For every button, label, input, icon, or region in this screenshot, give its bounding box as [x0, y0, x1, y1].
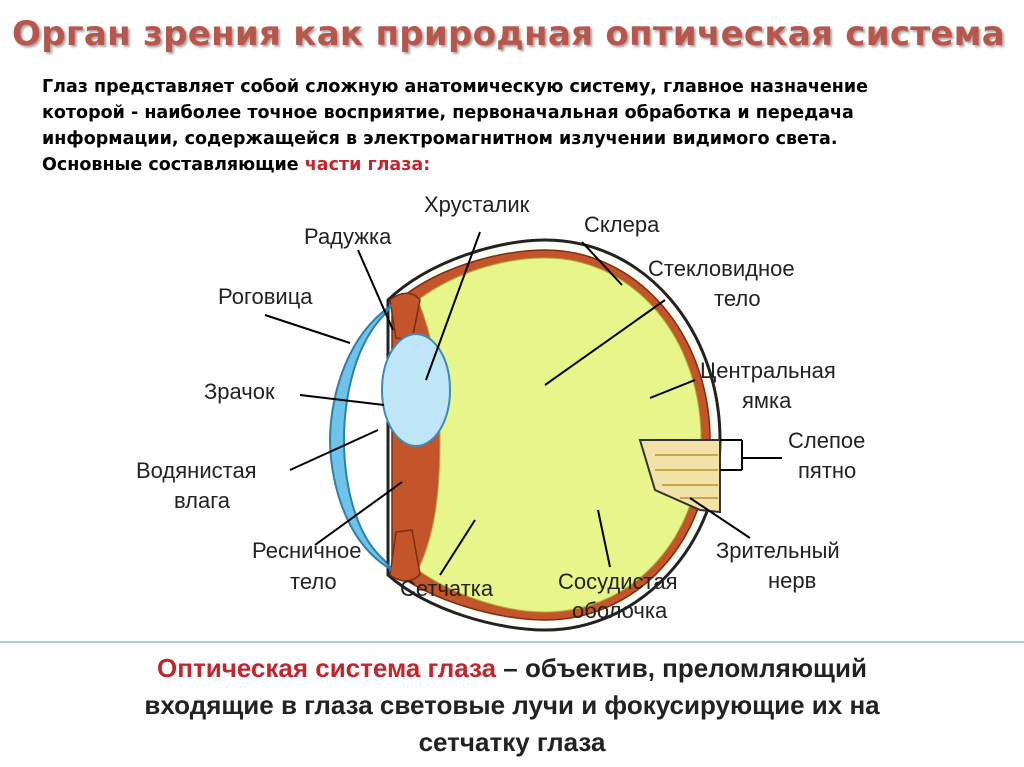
label-cornea: Роговица [218, 284, 313, 309]
label-blind-spot-2: пятно [798, 458, 856, 483]
lens-shape [381, 333, 451, 447]
divider [0, 641, 1024, 643]
label-vitreous-2: тело [714, 286, 761, 311]
cornea-shape [328, 304, 393, 571]
conclusion-line-1: Оптическая система глаза – объектив, пре… [0, 650, 1024, 687]
label-aqueous-1: Водянистая [136, 458, 257, 483]
intro-line-3: информации, содержащейся в электромагнит… [42, 129, 838, 149]
label-optic-nerve-1: Зрительный [716, 538, 840, 563]
label-fovea-1: Центральная [700, 358, 836, 383]
label-iris: Радужка [304, 224, 392, 249]
label-retina: Сетчатка [400, 576, 494, 601]
label-choroid-2: оболочка [572, 598, 668, 623]
label-fovea-2: ямка [742, 388, 792, 413]
label-vitreous-1: Стекловидное [648, 256, 795, 281]
label-optic-nerve-2: нерв [768, 568, 816, 593]
label-pupil: Зрачок [204, 379, 275, 404]
page-title: Орган зрения как природная оптическая си… [12, 14, 1006, 54]
label-aqueous-2: влага [174, 488, 231, 513]
label-ciliary-1: Ресничное [252, 538, 361, 563]
conclusion-line-3: сетчатку глаза [418, 727, 606, 757]
intro-line-4: Основные составляющие части глаза: [42, 152, 992, 178]
conclusion-line-1-rest: – объектив, преломляющий [496, 653, 867, 683]
label-ciliary-2: тело [290, 569, 337, 594]
intro-line-4-prefix: Основные составляющие [42, 155, 305, 175]
label-choroid-1: Сосудистая [558, 569, 678, 594]
intro-text: Глаз представляет собой сложную анатомич… [42, 74, 992, 178]
intro-line-2: которой - наиболее точное восприятие, пе… [42, 103, 854, 123]
vitreous-body [417, 257, 702, 613]
label-sclera: Склера [584, 212, 660, 237]
label-blind-spot-1: Слепое [788, 428, 865, 453]
label-lens: Хрусталик [424, 192, 530, 217]
conclusion-text: Оптическая система глаза – объектив, пре… [0, 650, 1024, 761]
conclusion-line-2: входящие в глаза световые лучи и фокусир… [144, 690, 880, 720]
conclusion-highlight: Оптическая система глаза [157, 653, 497, 683]
eye-parts-link: части глаза [304, 155, 424, 175]
intro-line-1: Глаз представляет собой сложную анатомич… [42, 77, 868, 97]
iris-lower [389, 529, 421, 582]
intro-colon: : [423, 155, 431, 175]
